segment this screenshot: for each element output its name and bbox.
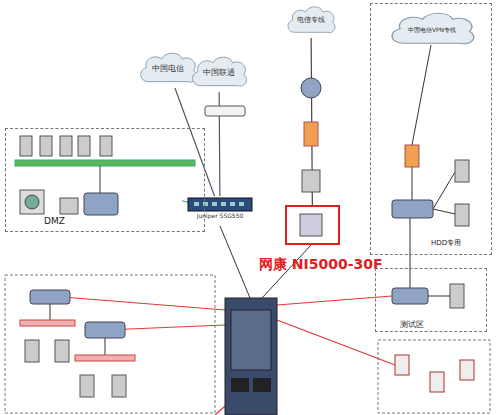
server-icon [460, 360, 474, 380]
server-icon [55, 340, 69, 362]
server-icon [78, 136, 90, 156]
switch-icon [392, 288, 428, 304]
wire [410, 218, 411, 288]
port [230, 202, 235, 206]
server-icon [450, 284, 464, 308]
group-outline [378, 340, 490, 413]
port [203, 202, 208, 206]
bus-bar [75, 355, 135, 361]
chassis-module [253, 378, 271, 392]
server-icon [430, 372, 444, 392]
wire [412, 167, 413, 200]
server-icon [395, 355, 409, 375]
firewall-shape [182, 196, 258, 226]
bus-bar [15, 160, 195, 166]
node-label: 中国联通 [203, 69, 235, 78]
switch-icon [392, 200, 433, 218]
appliance-icon [300, 214, 322, 236]
link-line [175, 88, 215, 196]
red-link [50, 296, 225, 310]
port [194, 202, 199, 206]
wire [50, 304, 51, 320]
cloud-outline [288, 7, 335, 33]
server-icon [40, 136, 52, 156]
wire [105, 338, 106, 355]
chassis-module [231, 378, 249, 392]
router-icon [205, 106, 245, 116]
server-icon [100, 136, 112, 156]
wire [428, 296, 450, 297]
switch-icon [30, 290, 70, 304]
switch-icon [85, 322, 125, 338]
zone-label: 测试区 [400, 321, 424, 330]
cloud-node: 中国电信VPN专线 [385, 10, 479, 50]
zone-box: DMZ [5, 128, 205, 232]
wire [412, 45, 431, 145]
zone-box: HDD专用 中国电信VPN专线 [370, 3, 492, 255]
wire [100, 166, 101, 193]
appliance-icon [302, 170, 320, 192]
cloud-outline [392, 13, 474, 43]
highlight-box: 网康 NI5000-30F [285, 205, 340, 245]
node-label: 中国电信VPN专线 [408, 27, 456, 34]
firewall-icon [304, 122, 318, 146]
server-icon [455, 204, 469, 226]
router-icon [301, 78, 321, 98]
switch-icon [84, 193, 118, 215]
wire [220, 226, 250, 298]
zone-label: DMZ [44, 217, 65, 227]
cloud-outline [141, 53, 197, 82]
node-label: 中国电信 [152, 65, 184, 74]
cloud-node: 电信专线 [284, 4, 338, 38]
core-chassis [225, 298, 277, 415]
appliance-icon [25, 195, 39, 209]
red-link [277, 320, 395, 365]
cloud-node: 中国联通 [188, 54, 250, 92]
appliance-icon [60, 198, 78, 214]
wire [433, 209, 455, 214]
node-label: 电信专线 [297, 17, 325, 25]
firewall-icon [405, 145, 419, 167]
port [212, 202, 217, 206]
server-icon [112, 375, 126, 397]
cloud-node: 中国电信 [136, 50, 200, 88]
server-icon [455, 160, 469, 182]
appliance-icon [20, 190, 44, 214]
zone-label: HDD专用 [431, 240, 461, 248]
group-outline [5, 275, 215, 413]
zone-box: 测试区 [375, 268, 487, 332]
firewall-node: Juniper SSG550 [182, 196, 258, 226]
cloud-outline [193, 57, 247, 86]
port [239, 202, 244, 206]
server-icon [80, 375, 94, 397]
server-icon [25, 340, 39, 362]
port [221, 202, 226, 206]
bus-bar [20, 320, 75, 326]
wire [433, 172, 455, 209]
firewall-body [188, 198, 252, 211]
server-icon [60, 136, 72, 156]
node-label: Juniper SSG550 [197, 213, 244, 220]
chassis-slots [231, 310, 271, 370]
server-icon [20, 136, 32, 156]
node-label: 网康 NI5000-30F [259, 257, 383, 272]
